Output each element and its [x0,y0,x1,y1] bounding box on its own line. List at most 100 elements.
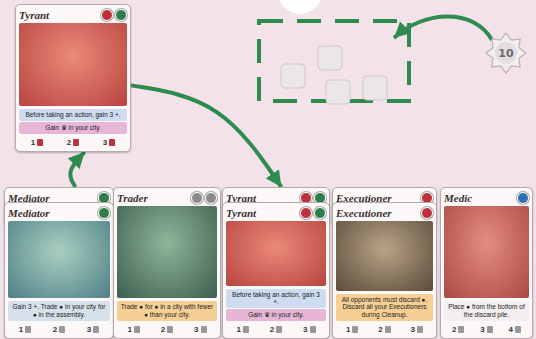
move-arrow [394,17,492,41]
cost-number: 2 [270,325,274,334]
ability-text: Trade ● for ● in a city with fewer ● tha… [117,301,217,321]
card-art [19,23,127,106]
cost-icon [385,326,391,333]
cost-item: 3 [194,325,206,334]
faction-icon [300,207,312,219]
faction-icon [314,207,326,219]
cost-icon [167,326,173,333]
card-art [117,206,217,298]
cost-icon [310,326,316,333]
cost-item: 4 [509,325,521,334]
cost-number: 3 [303,325,307,334]
cube [281,64,305,88]
cost-icon [487,326,493,333]
cost-number: 4 [509,325,513,334]
faction-icon [205,192,217,204]
cost-item: 1 [19,325,31,334]
cube [318,46,342,70]
cost-item: 2 [452,325,464,334]
faction-icon [98,207,110,219]
faction-icon [191,192,203,204]
score-token: 10 [485,32,527,74]
cost-number: 1 [346,325,350,334]
cost-icon [109,139,115,146]
cost-item: 2 [53,325,65,334]
token-outline [486,33,526,73]
cost-row: 1 2 3 [336,323,433,335]
game-card: MediatorGain 3 +. Trade ● in your city f… [4,202,114,339]
card-icons [300,207,326,219]
cost-item: 2 [378,325,390,334]
ability-text: Gain ♛ in your city. [19,122,127,134]
cost-icon [134,326,140,333]
cost-item: 2 [67,138,79,147]
cost-row: 123 [117,323,217,335]
cube [363,76,387,100]
cost-icon [352,326,358,333]
card-icons [517,192,529,204]
card-header: Trader [117,191,217,204]
card-name: Executioner [336,207,392,219]
cost-item: 3 [411,325,423,334]
cost-item: 3 [480,325,492,334]
ability-text: Place ● from the bottom of the discard p… [444,301,529,321]
cost-item: 1 [31,138,43,147]
board-circle [278,0,322,14]
cost-number: 3 [87,325,91,334]
token-value: 10 [498,47,513,60]
cost-item: 1 [127,325,139,334]
cost-item: 1 [236,325,248,334]
game-card: MedicPlace ● from the bottom of the disc… [440,187,533,339]
card-art [336,221,433,291]
cost-icon [73,139,79,146]
faction-icon [115,9,127,21]
card-header: Tyrant [226,206,326,219]
game-card: TyrantBefore taking an action, gain 3 +.… [222,202,330,339]
cost-icon [93,326,99,333]
card-name: Tyrant [19,9,49,21]
game-card: TraderTrade ● for ● in a city with fewer… [113,187,221,339]
cost-number: 3 [103,138,107,147]
cost-row: 1 2 3 [8,323,110,335]
cube [326,80,350,104]
card-icons [421,207,433,219]
cost-number: 2 [67,138,71,147]
card-art [444,206,529,298]
card-icons [191,192,217,204]
card-name: Mediator [8,207,50,219]
card-header: Medic [444,191,529,204]
cost-number: 2 [452,325,456,334]
move-arrow [131,85,281,187]
cost-number: 1 [31,138,35,147]
ability-text: Before taking an action, gain 3 +. [19,109,127,121]
cost-number: 1 [19,325,23,334]
cost-icon [417,326,423,333]
cost-number: 3 [480,325,484,334]
cost-icon [201,326,207,333]
ability-text: Gain ♛ in your city. [226,309,326,321]
card-icons [98,207,110,219]
cost-icon [25,326,31,333]
cost-row: 1 2 3 [19,136,127,148]
card-art [226,221,326,286]
cost-icon [276,326,282,333]
cost-row: 2 3 4 [444,323,529,335]
cost-icon [458,326,464,333]
game-card: TyrantBefore taking an action, gain 3 +.… [15,4,131,152]
move-arrow [70,152,84,187]
card-name: Medic [444,192,472,204]
card-art [8,221,110,298]
card-header: Mediator [8,206,110,219]
game-card: ExecutionerAll opponents must discard ●.… [332,202,437,339]
cost-row: 1 2 3 [226,323,326,335]
card-icons [101,9,127,21]
cost-item: 3 [103,138,115,147]
card-name: Tyrant [226,207,256,219]
card-header: Tyrant [19,8,127,21]
ability-text: Gain 3 +. Trade ● in your city for ● in … [8,301,110,321]
faction-icon [421,207,433,219]
cost-number: 1 [127,325,131,334]
card-header: Executioner [336,206,433,219]
cost-icon [515,326,521,333]
cost-icon [243,326,249,333]
